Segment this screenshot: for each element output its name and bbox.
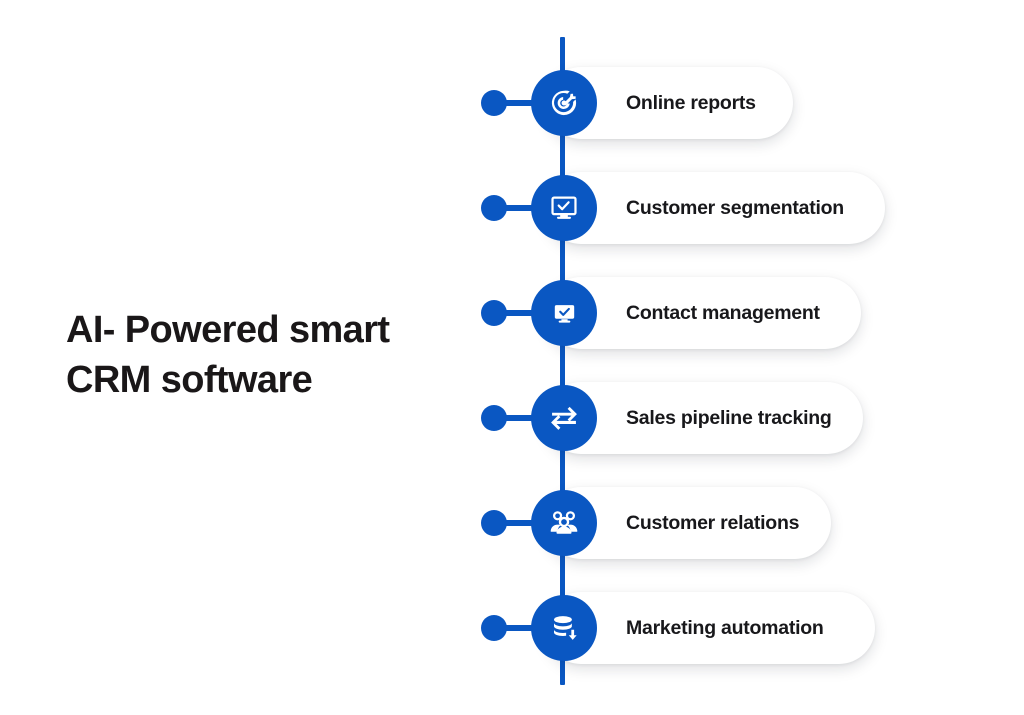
exchange-arrows-icon[interactable]	[531, 385, 597, 451]
feature-label: Customer segmentation	[626, 196, 844, 219]
connector-line	[503, 100, 547, 106]
people-group-icon[interactable]	[531, 490, 597, 556]
feature-label: Online reports	[626, 91, 756, 114]
page-title: AI- Powered smart CRM software	[66, 309, 390, 402]
feature-pill[interactable]: Marketing automation	[545, 592, 875, 664]
connector-line	[503, 415, 547, 421]
connector-dot	[481, 90, 507, 116]
connector-dot	[481, 405, 507, 431]
feature-label: Sales pipeline tracking	[626, 406, 832, 429]
feature-pill[interactable]: Sales pipeline tracking	[545, 382, 863, 454]
connector-dot	[481, 615, 507, 641]
feature-label: Contact management	[626, 301, 820, 324]
connector-dot	[481, 510, 507, 536]
feature-pill[interactable]: Customer relations	[545, 487, 831, 559]
feature-label: Customer relations	[626, 511, 800, 534]
connector-line	[503, 310, 547, 316]
monitor-check-filled-icon[interactable]	[531, 280, 597, 346]
connector-line	[503, 205, 547, 211]
connector-dot	[481, 195, 507, 221]
connector-line	[503, 520, 547, 526]
feature-pill[interactable]: Customer segmentation	[545, 172, 885, 244]
monitor-check-outline-icon[interactable]	[531, 175, 597, 241]
feature-pill[interactable]: Contact management	[545, 277, 861, 349]
connector-dot	[481, 300, 507, 326]
timeline-spine	[560, 37, 565, 685]
connector-line	[503, 625, 547, 631]
target-icon[interactable]	[531, 70, 597, 136]
database-download-icon[interactable]	[531, 595, 597, 661]
feature-label: Marketing automation	[626, 616, 824, 639]
